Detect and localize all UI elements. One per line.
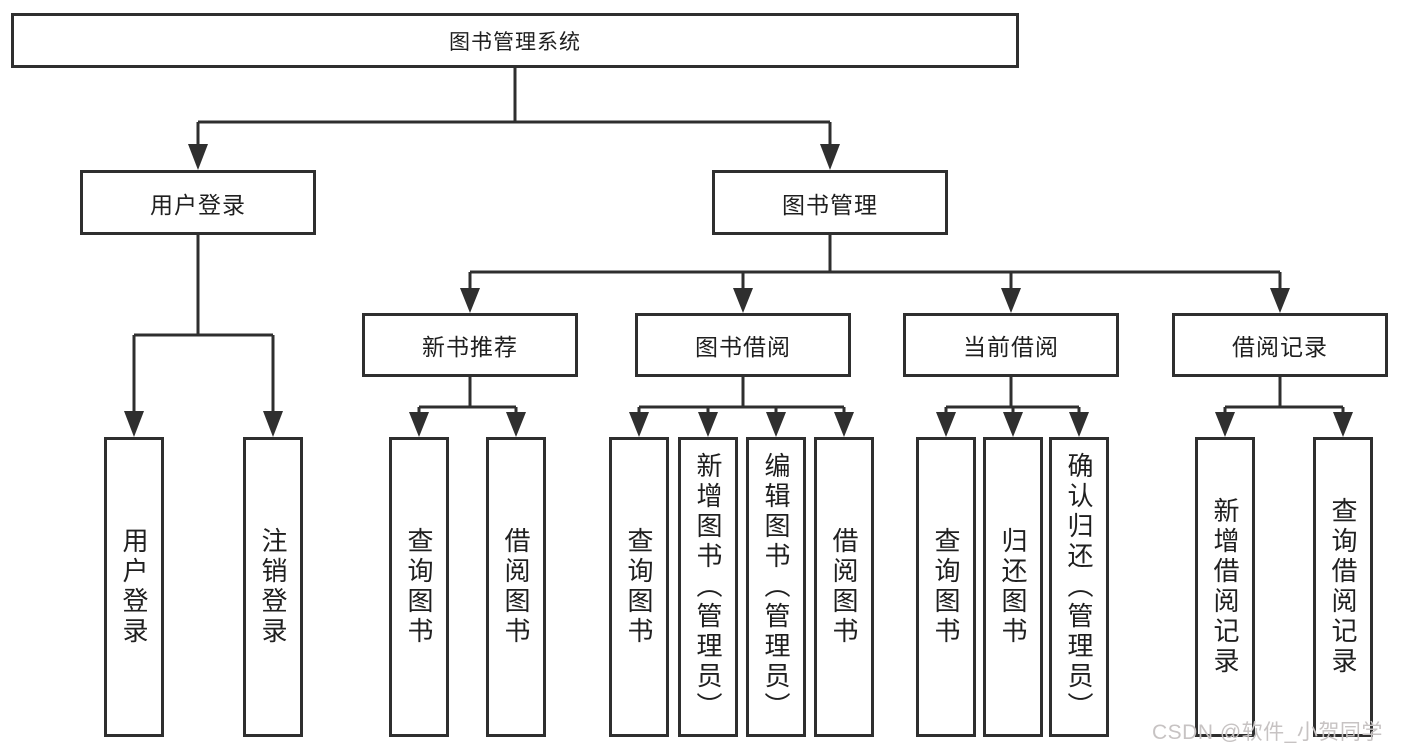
- leaf-current-query-label: 查询图书: [931, 527, 961, 647]
- node-book-management: 图书管理: [712, 170, 948, 235]
- leaf-borrow-query: 查询图书: [609, 437, 669, 737]
- leaf-borrow-add-book-admin: 新增图书（管理员）: [678, 437, 738, 737]
- leaf-records-add-label: 新增借阅记录: [1210, 497, 1240, 677]
- leaf-newbooks-query-label: 查询图书: [404, 527, 434, 647]
- leaf-user-login: 用户登录: [104, 437, 164, 737]
- csdn-watermark: CSDN @软件_小贺同学: [1152, 721, 1383, 744]
- node-user-login: 用户登录: [80, 170, 316, 235]
- leaf-current-query: 查询图书: [916, 437, 976, 737]
- leaf-borrow-edit-book-admin: 编辑图书（管理员）: [746, 437, 806, 737]
- node-root-label: 图书管理系统: [449, 30, 581, 54]
- node-current-borrow-label: 当前借阅: [963, 334, 1059, 360]
- leaf-user-login-label: 用户登录: [119, 527, 149, 647]
- leaf-borrow-edit-book-admin-label: 编辑图书（管理员）: [761, 452, 791, 722]
- node-new-book-recommend: 新书推荐: [362, 313, 578, 377]
- node-book-borrow: 图书借阅: [635, 313, 851, 377]
- leaf-newbooks-borrow: 借阅图书: [486, 437, 546, 737]
- node-borrow-records-label: 借阅记录: [1232, 334, 1328, 360]
- leaf-newbooks-query: 查询图书: [389, 437, 449, 737]
- leaf-logout: 注销登录: [243, 437, 303, 737]
- node-current-borrow: 当前借阅: [903, 313, 1119, 377]
- node-root: 图书管理系统: [11, 13, 1019, 68]
- leaf-current-confirm-return-admin-label: 确认归还（管理员）: [1064, 452, 1094, 722]
- node-new-book-recommend-label: 新书推荐: [422, 334, 518, 360]
- leaf-borrow-book: 借阅图书: [814, 437, 874, 737]
- node-book-management-label: 图书管理: [782, 191, 878, 218]
- leaf-logout-label: 注销登录: [258, 527, 288, 647]
- node-book-borrow-label: 图书借阅: [695, 334, 791, 360]
- node-user-login-label: 用户登录: [150, 191, 246, 218]
- leaf-current-return: 归还图书: [983, 437, 1043, 737]
- node-borrow-records: 借阅记录: [1172, 313, 1388, 377]
- leaf-current-confirm-return-admin: 确认归还（管理员）: [1049, 437, 1109, 737]
- leaf-records-query-label: 查询借阅记录: [1328, 497, 1358, 677]
- leaf-records-query: 查询借阅记录: [1313, 437, 1373, 737]
- leaf-records-add: 新增借阅记录: [1195, 437, 1255, 737]
- leaf-current-return-label: 归还图书: [998, 527, 1028, 647]
- leaf-borrow-add-book-admin-label: 新增图书（管理员）: [693, 452, 723, 722]
- leaf-newbooks-borrow-label: 借阅图书: [501, 527, 531, 647]
- leaf-borrow-book-label: 借阅图书: [829, 527, 859, 647]
- leaf-borrow-query-label: 查询图书: [624, 527, 654, 647]
